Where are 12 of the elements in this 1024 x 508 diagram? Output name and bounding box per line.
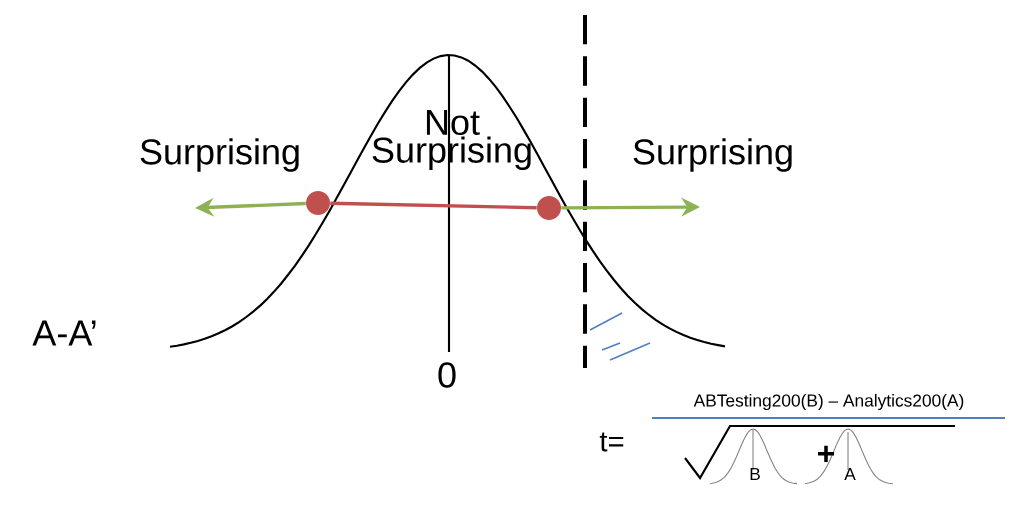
formula-text: t= (599, 432, 624, 452)
dot (537, 196, 561, 220)
plus-sign: + (818, 445, 835, 462)
curve-label: A (844, 468, 856, 480)
zero-label: 0 (438, 362, 456, 388)
connector-line (330, 201, 537, 210)
dot (306, 191, 330, 215)
surprising-label: Surprising (140, 138, 299, 172)
formula-text: ABTesting200(B) – Analytics200(A) (693, 393, 964, 411)
axis-label: A-A’ (32, 320, 96, 346)
surprising-label: Surprising (633, 138, 792, 172)
curve-label: B (750, 468, 760, 480)
